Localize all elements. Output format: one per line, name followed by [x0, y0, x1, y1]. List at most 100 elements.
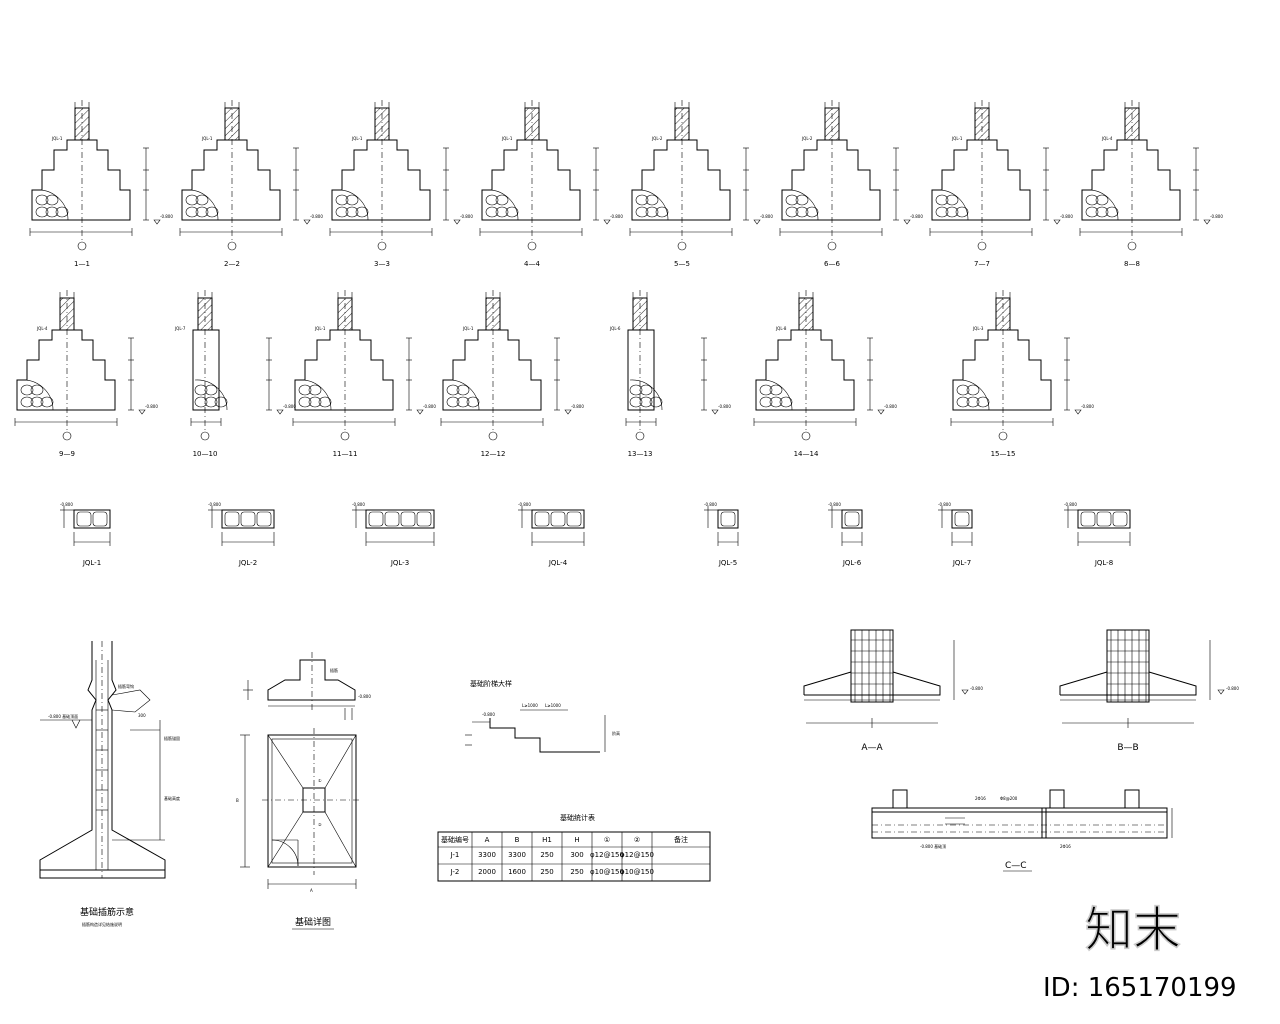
wall-tag: JQL-8	[775, 326, 787, 331]
level-mark: -0.800	[1081, 404, 1094, 409]
wall-tag: JQL-2	[801, 136, 813, 141]
svg-text:-0.800 基础顶: -0.800 基础顶	[920, 843, 946, 849]
rubble-stone	[966, 384, 980, 396]
footing-outline	[631, 139, 731, 221]
wall-tag: JQL-6	[609, 326, 621, 331]
rubble-stone	[485, 194, 499, 206]
beam-label: JQL-6	[842, 559, 862, 567]
rubble-stone	[446, 396, 460, 408]
column-outline	[850, 629, 894, 703]
strip-footing-sections-row-2: -0.800JQL-49—9-0.800JQL-710—10-0.800JQL-…	[14, 290, 1094, 458]
column-outline	[1106, 629, 1150, 703]
level-mark: -0.800	[145, 404, 158, 409]
section-label: 13—13	[628, 450, 653, 458]
rubble-stone	[966, 396, 980, 408]
rubble-stone	[629, 384, 643, 396]
beam-outline	[841, 509, 863, 529]
beam-level: -0.800	[518, 502, 531, 507]
level-mark-icon	[416, 409, 424, 415]
level-mark: -0.800	[283, 404, 296, 409]
beam-label: JQL-4	[548, 559, 568, 567]
level-mark-icon	[138, 409, 146, 415]
svg-text:插筋锚固: 插筋锚固	[164, 735, 180, 741]
beam-cell	[550, 511, 566, 527]
level-mark: -0.800	[160, 214, 173, 219]
section-marker-icon	[340, 431, 350, 441]
wall-tag: JQL-1	[51, 136, 63, 141]
footing-outline	[31, 139, 131, 221]
beam-outline	[531, 509, 585, 529]
svg-text:L≥1000: L≥1000	[545, 703, 561, 708]
table-cell: 250	[570, 868, 583, 876]
table-cell: φ10@150	[620, 868, 654, 876]
svg-text:①: ①	[318, 778, 322, 783]
section-marker-icon	[977, 241, 987, 251]
rubble-stone	[759, 396, 773, 408]
rubble-stone	[345, 206, 359, 218]
rubble-stone	[805, 206, 819, 218]
rubble-stone	[195, 194, 209, 206]
section-label: 14—14	[794, 450, 819, 458]
svg-text:-0.800: -0.800	[482, 712, 495, 717]
rubble-arc	[935, 189, 969, 221]
rubble-stone	[795, 206, 809, 218]
table-header-cell: 备注	[674, 835, 688, 844]
svg-text:2Φ16: 2Φ16	[1060, 844, 1071, 849]
column-detail-note: 插筋构造详见结施说明	[82, 921, 122, 927]
svg-text:L≥1000: L≥1000	[522, 703, 538, 708]
section-label: 4—4	[524, 260, 540, 268]
rubble-stone	[20, 396, 34, 408]
section-marker-icon	[62, 431, 72, 441]
rubble-stone	[1085, 206, 1099, 218]
rubble-stone	[456, 384, 470, 396]
beam-outline	[717, 509, 739, 529]
section-label: 2—2	[224, 260, 240, 268]
level-mark-icon	[603, 219, 611, 225]
level-mark-icon	[961, 689, 969, 695]
footing-slope	[803, 671, 941, 696]
table-cell: 3300	[478, 851, 496, 859]
level-mark: -0.800	[423, 404, 436, 409]
beam-label: JQL-3	[390, 559, 409, 567]
wall-tag: JQL-1	[462, 326, 474, 331]
level-mark-icon	[1217, 689, 1225, 695]
table-cell: φ12@150	[620, 851, 654, 859]
wall-tag: JQL-1	[951, 136, 963, 141]
beam-outline	[951, 509, 973, 529]
rubble-arc	[785, 189, 819, 221]
beam-cell	[566, 511, 582, 527]
beam-label: JQL-7	[952, 559, 971, 567]
beam-outline	[221, 509, 275, 529]
section-marker-icon	[635, 431, 645, 441]
level-mark-icon	[303, 219, 311, 225]
footing-outline	[181, 139, 281, 221]
wall-tag: JQL-4	[1101, 136, 1113, 141]
rubble-stone	[785, 206, 799, 218]
table-cell: φ10@150	[590, 868, 624, 876]
column-dowel-detail: -0.800 基础顶面 插筋弯钩 300 插筋锚固 基础高度 基础插筋示意 插筋…	[39, 641, 180, 927]
level-mark: -0.800	[310, 214, 323, 219]
section-label: 3—3	[374, 260, 390, 268]
rubble-stone	[485, 206, 499, 218]
beam-cell	[1080, 511, 1096, 527]
footing-outline	[192, 329, 220, 411]
rubble-stone	[785, 194, 799, 206]
table-cell: 250	[540, 851, 553, 859]
footing-outline	[755, 329, 855, 411]
beam-cell	[1096, 511, 1112, 527]
beam-outline	[365, 509, 435, 529]
table-cell: 250	[540, 868, 553, 876]
section-label: 5—5	[674, 260, 690, 268]
section-label: 15—15	[991, 450, 1016, 458]
table-header-cell: H	[574, 836, 579, 844]
beam-level: -0.800	[208, 502, 221, 507]
rubble-stone	[194, 384, 208, 396]
level-mark-icon	[877, 409, 885, 415]
rubble-stone	[446, 384, 460, 396]
table-cell: 3300	[508, 851, 526, 859]
rubble-arc	[185, 189, 219, 221]
